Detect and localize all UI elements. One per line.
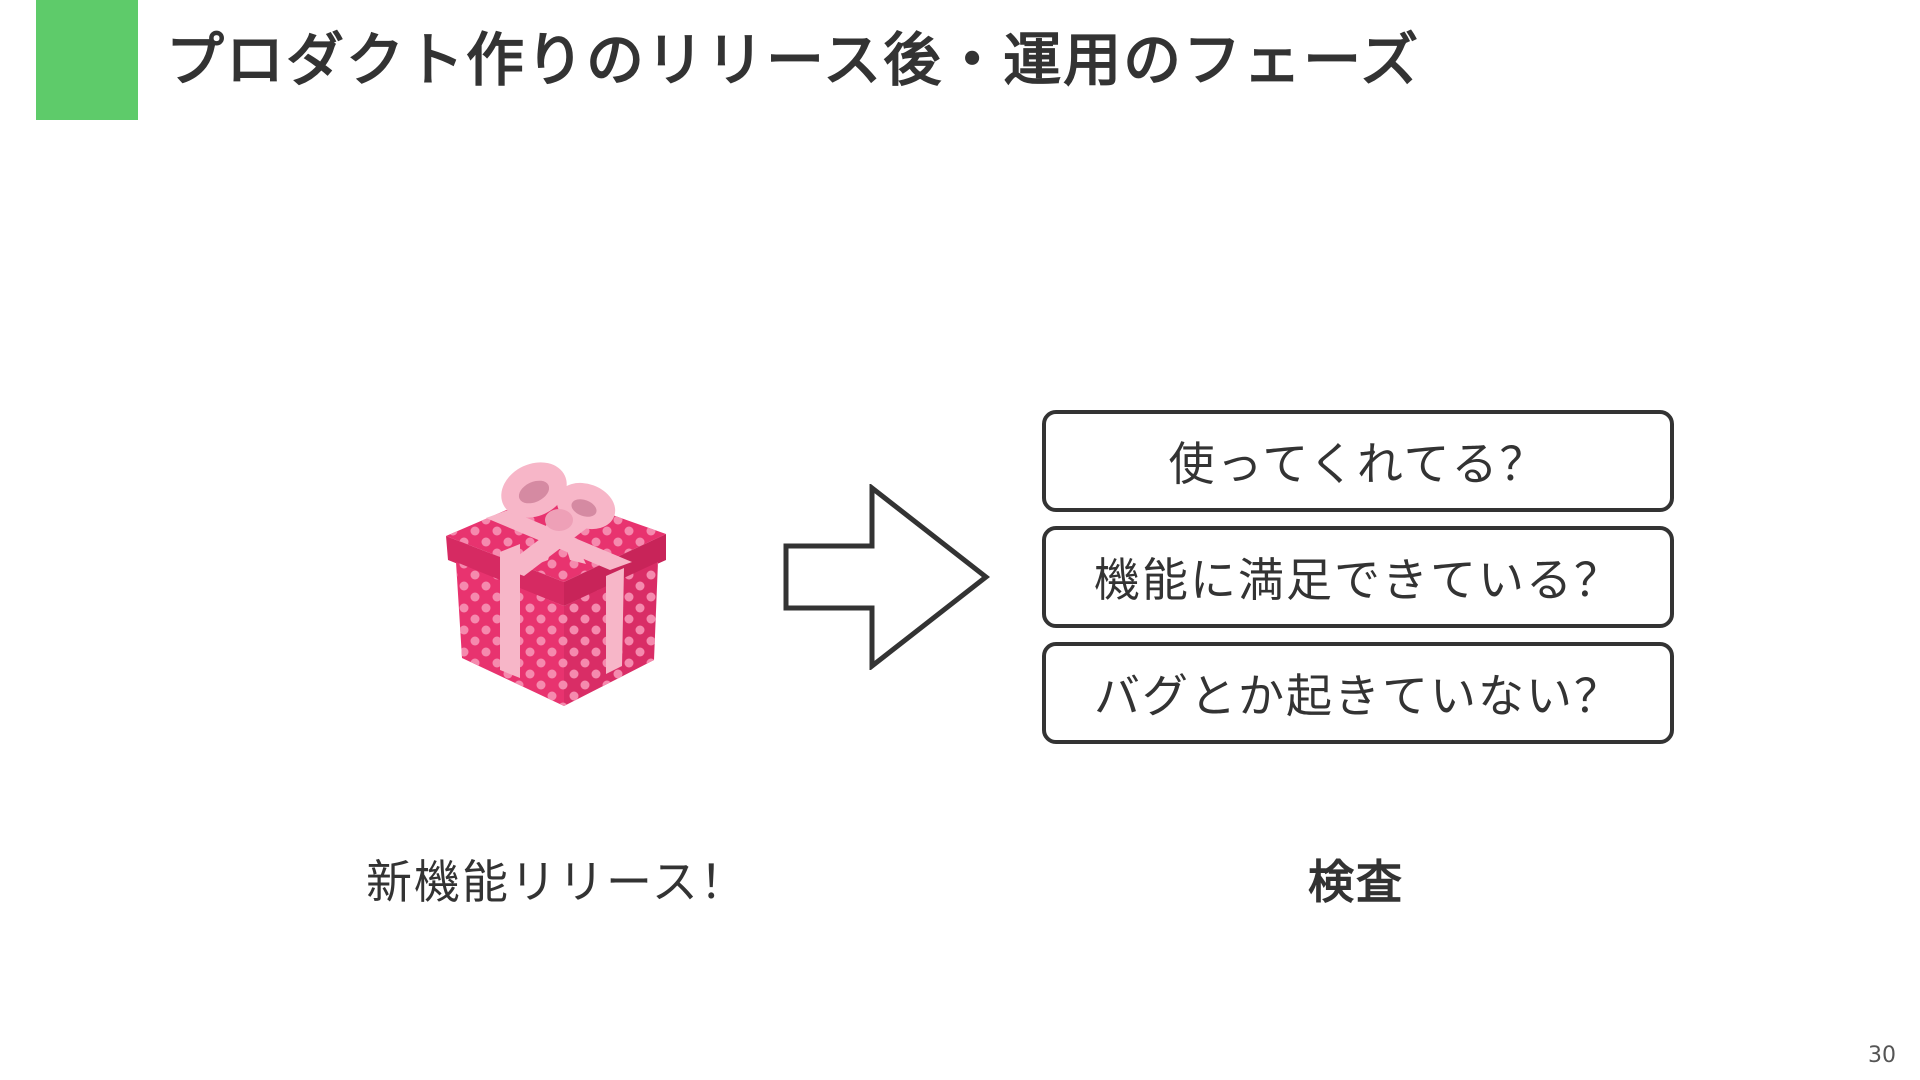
right-arrow-icon [783,484,990,670]
slide-title: プロダクト作りのリリース後・運用のフェーズ [166,26,1421,94]
title-accent-bar [36,0,138,120]
inspection-caption: 検査 [1308,855,1404,909]
question-bugs: バグとか起きていない？ [1042,642,1674,744]
release-caption: 新機能リリース！ [366,855,748,909]
question-usage: 使ってくれてる？ [1042,410,1674,512]
question-satisfaction: 機能に満足できている？ [1042,526,1674,628]
gift-box-icon [446,462,666,706]
question-list: 使ってくれてる？ 機能に満足できている？ バグとか起きていない？ [1042,410,1674,758]
page-number: 30 [1868,1043,1896,1068]
